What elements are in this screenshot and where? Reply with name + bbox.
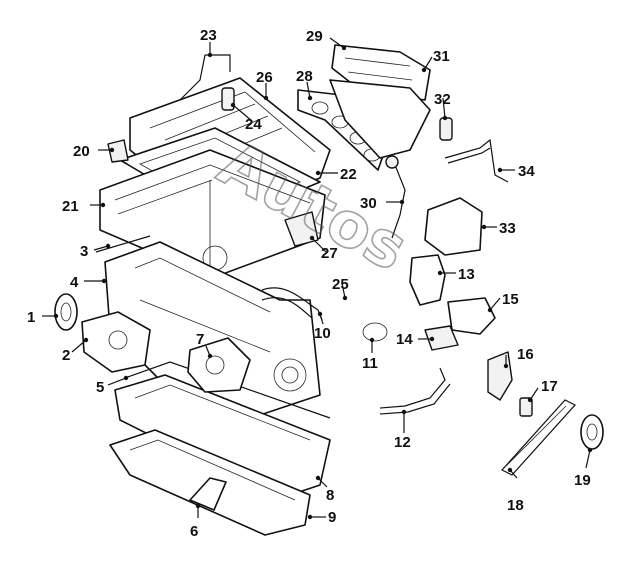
callout-12: 12 xyxy=(394,434,411,451)
oil-pan-upper xyxy=(114,374,331,496)
callout-19: 19 xyxy=(574,472,591,489)
oil-pan-gasket xyxy=(124,361,331,419)
oil-pickup xyxy=(189,477,227,511)
egr-pipe xyxy=(444,138,509,183)
callout-8: 8 xyxy=(326,487,334,504)
callout-17: 17 xyxy=(541,378,558,395)
callout-32: 32 xyxy=(434,91,451,108)
callout-15: 15 xyxy=(502,291,519,308)
callout-30: 30 xyxy=(360,195,377,212)
callout-9: 9 xyxy=(328,509,336,526)
drive-belt xyxy=(501,399,576,476)
callout-20: 20 xyxy=(73,143,90,160)
callout-16: 16 xyxy=(517,346,534,363)
callout-31: 31 xyxy=(433,48,450,65)
egr-valve xyxy=(447,297,496,335)
callout-13: 13 xyxy=(458,266,475,283)
callout-28: 28 xyxy=(296,68,313,85)
bypass-hose xyxy=(379,367,451,415)
callout-21: 21 xyxy=(62,198,79,215)
hose-clamp xyxy=(362,322,388,342)
breather-hose xyxy=(179,54,231,101)
callout-7: 7 xyxy=(196,331,204,348)
callout-23: 23 xyxy=(200,27,217,44)
cam-sensor xyxy=(107,139,129,163)
exhaust-manifold xyxy=(329,79,431,159)
callout-2: 2 xyxy=(62,347,70,364)
thermostat-housing xyxy=(409,254,446,306)
callout-34: 34 xyxy=(518,163,535,180)
callout-18: 18 xyxy=(507,497,524,514)
manifold-stud xyxy=(439,117,453,141)
callout-11: 11 xyxy=(362,355,378,372)
callout-24: 24 xyxy=(245,116,262,133)
callout-5: 5 xyxy=(96,379,104,396)
callout-6: 6 xyxy=(190,523,198,540)
callout-10: 10 xyxy=(314,325,331,342)
leader-lines xyxy=(42,37,591,518)
idler-pulley xyxy=(580,414,604,450)
callout-26: 26 xyxy=(256,69,273,86)
callout-25: 25 xyxy=(332,276,349,293)
sensor xyxy=(519,397,533,417)
callout-labels: 1 2 3 4 5 6 7 8 9 10 11 12 13 14 15 16 1… xyxy=(27,27,591,540)
crankshaft-pulley xyxy=(54,293,78,331)
callout-27: 27 xyxy=(321,245,338,262)
dipstick-tube xyxy=(95,235,151,253)
callout-1: 1 xyxy=(27,309,35,326)
water-outlet xyxy=(284,211,319,247)
water-pump xyxy=(187,337,251,393)
bracket xyxy=(487,351,513,401)
callout-29: 29 xyxy=(306,28,323,45)
coolant-hose xyxy=(261,287,323,321)
leader-dots xyxy=(53,45,593,520)
callout-22: 22 xyxy=(340,166,357,183)
callout-33: 33 xyxy=(499,220,516,237)
engine-mount xyxy=(424,197,483,256)
callout-4: 4 xyxy=(70,274,79,291)
coolant-outlet xyxy=(424,325,459,351)
callout-3: 3 xyxy=(80,243,88,260)
callout-14: 14 xyxy=(396,331,413,348)
oil-pump xyxy=(81,311,151,373)
